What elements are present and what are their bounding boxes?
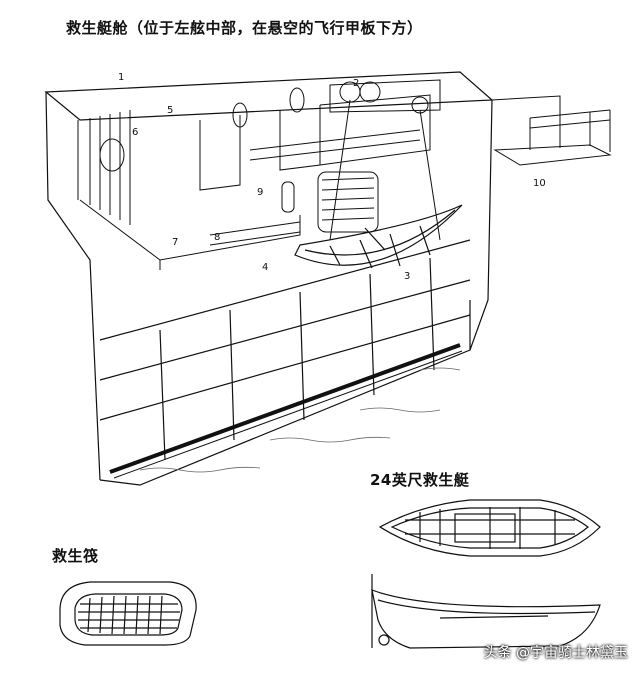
callout-9: 9 bbox=[257, 187, 263, 198]
lifeboat-side-view bbox=[371, 574, 601, 649]
life-raft-drawing bbox=[59, 581, 197, 646]
gangway bbox=[491, 95, 612, 166]
callout-4: 4 bbox=[262, 262, 268, 273]
lifeboat-plan-view bbox=[378, 499, 601, 557]
callout-10: 10 bbox=[533, 178, 546, 189]
water bbox=[139, 367, 461, 473]
callout-8: 8 bbox=[214, 232, 220, 243]
callout-3: 3 bbox=[404, 271, 410, 282]
boat-title: 24英尺救生艇 bbox=[370, 471, 470, 489]
callout-6: 6 bbox=[132, 127, 138, 138]
main-title: 救生艇舱（位于左舷中部，在悬空的飞行甲板下方） bbox=[66, 19, 423, 37]
lifeboat-in-bay bbox=[294, 204, 463, 269]
watermark: 头条 @宇宙骑士林黛玉 bbox=[483, 645, 628, 661]
callout-1: 1 bbox=[118, 72, 124, 83]
callout-5: 5 bbox=[167, 105, 173, 116]
raft-title: 救生筏 bbox=[52, 547, 99, 565]
callout-7: 7 bbox=[172, 237, 178, 248]
callout-labels: 1 2 3 4 5 6 7 8 9 10 bbox=[118, 72, 546, 282]
callout-2: 2 bbox=[353, 78, 359, 89]
ship-hull bbox=[44, 71, 494, 486]
interior-decks bbox=[77, 79, 441, 270]
